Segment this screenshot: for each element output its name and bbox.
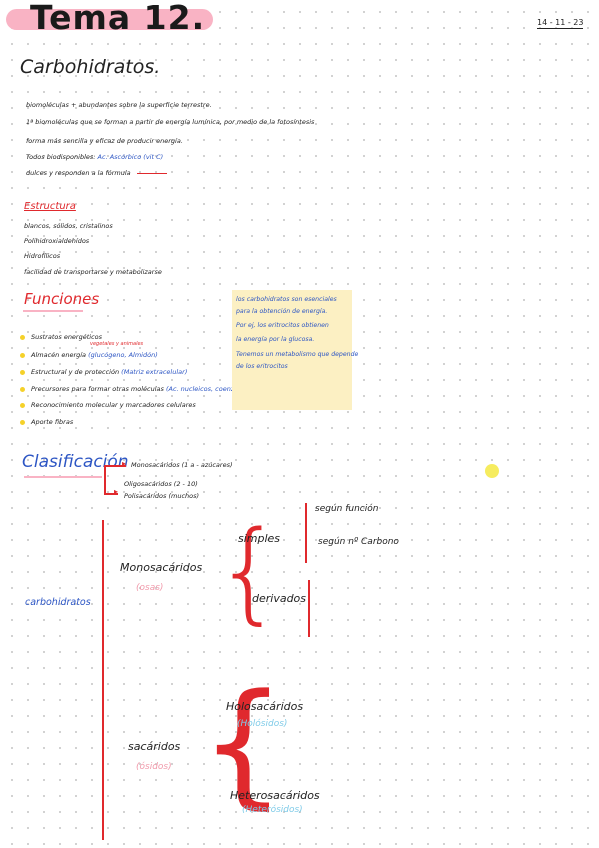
- clasificacion-underline: [24, 476, 102, 478]
- brace-mono: {: [214, 507, 284, 635]
- intro-line: dulces y responden a la fórmula: [26, 169, 167, 177]
- estructura-line: blancos, sólidos, cristalinos: [24, 222, 113, 230]
- tree-simples: simples: [238, 532, 281, 545]
- tree-bracket-main: [102, 520, 104, 840]
- bullet-icon: [20, 402, 25, 408]
- estructura-line: facilidad de transportarse y metabolizar…: [24, 268, 162, 276]
- clasificacion-heading: Clasificación: [22, 452, 129, 472]
- arrow-right-icon: ▸: [122, 459, 127, 468]
- page-title: Tema 12.: [30, 0, 206, 37]
- tree-segun-carbono: según nº Carbono: [318, 537, 399, 547]
- tree-bracket-simples: [305, 503, 307, 563]
- funcion-item: Sustratos energéticos: [20, 333, 102, 341]
- intro-line: forma más sencilla y eficaz de producir …: [26, 137, 183, 145]
- date-label: 14 - 11 - 23: [537, 18, 584, 29]
- yellow-dot-mark: [485, 464, 499, 478]
- tree-hetero: Heterosacáridos: [230, 789, 320, 802]
- tree-derivados: derivados: [252, 592, 307, 605]
- tree-mono-alias: (osas): [136, 583, 164, 593]
- arrow-line: [104, 493, 118, 495]
- tree-sacaridos-alias: (ósidos): [136, 762, 172, 772]
- arrow-line: [104, 465, 126, 467]
- formula-underline: [136, 172, 167, 174]
- intro-line: biomoléculas + abundantes sobre la super…: [26, 101, 212, 109]
- funcion-item: Precursores para formar otras moléculas …: [20, 385, 258, 393]
- clasificacion-branch: Polisacáridos (muchos): [124, 492, 200, 500]
- vitamin-c-highlight: Ac. Ascórbico (vit C): [97, 153, 164, 161]
- bullet-icon: [20, 334, 25, 340]
- estructura-line: Hidrofílicos: [24, 252, 61, 260]
- sticky-note: los carbohidratos son esenciales para la…: [232, 290, 358, 410]
- arrow-line: [104, 465, 106, 493]
- funcion-item: Reconocimiento molecular y marcadores ce…: [20, 401, 196, 409]
- funciones-annotation: vegetales y animales: [90, 341, 144, 347]
- intro-line: 1ª biomoléculas que se forman a partir d…: [26, 118, 315, 126]
- tree-root: carbohidratos: [25, 597, 91, 608]
- section-heading-carbohidratos: Carbohidratos.: [20, 56, 161, 78]
- arrow-right-icon: ▸: [114, 487, 119, 496]
- intro-line: Todos biodisponibles: Ac. Ascórbico (vit…: [26, 153, 164, 161]
- funcion-item: Almacén energía (glucógeno, Almidón): [20, 351, 158, 359]
- tree-sacaridos: sacáridos: [128, 740, 181, 753]
- funciones-underline: [23, 310, 83, 312]
- funcion-item: Aporte fibras: [20, 418, 73, 426]
- bullet-icon: [20, 386, 25, 392]
- tree-holo: Holosacáridos: [226, 700, 304, 713]
- tree-bracket-derivados: [308, 580, 310, 637]
- bullet-icon: [20, 352, 25, 358]
- funciones-heading: Funciones: [24, 290, 100, 308]
- estructura-line: Polihidroxialdehídos: [24, 237, 90, 245]
- tree-segun-funcion: según función: [315, 504, 379, 514]
- bullet-icon: [20, 419, 25, 425]
- tree-mono: Monosacáridos: [120, 561, 203, 574]
- title-highlight: [6, 9, 213, 30]
- bullet-icon: [20, 369, 25, 375]
- clasificacion-branch: Monosacáridos (1 a - azúcares): [131, 461, 233, 469]
- brace-sacaridos: {: [200, 665, 286, 822]
- clasificacion-branch: Oligosacáridos (2 - 10): [124, 480, 198, 488]
- tree-holo-alias: (Holósidos): [237, 719, 288, 729]
- tree-hetero-alias: (Heterósidos): [242, 805, 303, 815]
- estructura-heading: Estructura: [24, 201, 76, 212]
- funcion-item: Estructural y de protección (Matriz extr…: [20, 368, 187, 376]
